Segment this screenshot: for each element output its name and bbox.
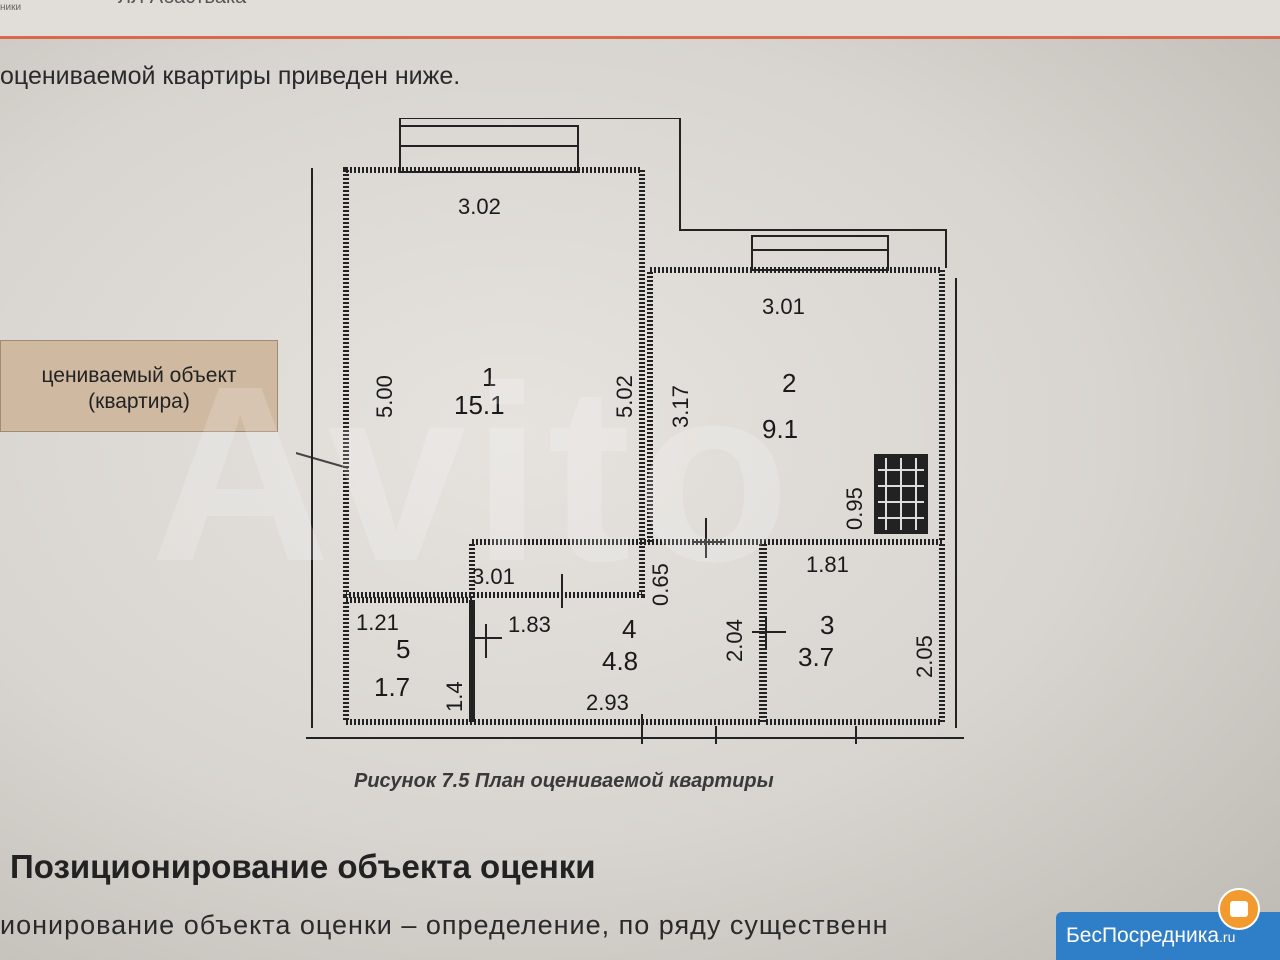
vent-grid [878,458,924,530]
room1-number: 1 [482,362,496,392]
room1-top-dim: 3.02 [458,194,501,219]
room2-area: 9.1 [762,414,798,444]
room3-number: 3 [820,610,834,640]
room1-area: 15.1 [454,390,505,420]
header-divider [0,36,1280,39]
room4-top-dim: 1.83 [508,612,551,637]
figure-caption: Рисунок 7.5 План оцениваемой квартиры [354,770,774,792]
callout-line-2: (квартира) [88,390,190,413]
page-header-strip: ники ЛЛ Абаствака [0,0,1280,36]
room4-area: 4.8 [602,646,638,676]
mascot-icon [1218,888,1260,930]
room5-top-dim: 1.21 [356,610,399,635]
section-title: Позиционирование объекта оценки [10,848,596,885]
callout-pointer [296,451,349,469]
room5-area: 1.7 [374,672,410,702]
room1-bottom-dim: 3.01 [472,564,515,589]
room4-door-dim: 0.65 [648,563,673,606]
window-room2 [751,235,889,271]
room2-number: 2 [782,368,796,398]
badge-text: БесПосредника [1066,924,1220,947]
room4-number: 4 [622,614,636,644]
room1-left-dim: 5.00 [372,375,397,418]
room2-top-dim: 3.01 [762,294,805,319]
callout-line-1: цениваемый объект [41,364,237,387]
room5-number: 5 [396,634,410,664]
room-1 [343,167,645,598]
room4-bottom-dim: 2.93 [586,690,629,715]
callout-box: цениваемый объект (квартира) [0,340,278,432]
room3-area: 3.7 [798,642,834,672]
header-left-text: ники [0,2,22,13]
door-marks [472,518,857,744]
room1-right-dim: 5.02 [612,375,637,418]
body-text: ионирование объекта оценки – определение… [0,910,889,940]
window-room1 [399,125,579,173]
room4-right-dim: 2.04 [722,619,747,662]
intro-text: оцениваемой квартиры приведен ниже. [0,62,461,90]
floor-plan: 3.02 5.00 5.02 1 15.1 3.01 3.01 3.17 2 9… [296,118,964,744]
room3-top-dim: 1.81 [806,552,849,577]
header-middle-text: ЛЛ Абаствака [118,0,246,9]
room3-right-dim: 2.05 [912,635,937,678]
room-3 [761,539,945,725]
balcony-outline [399,118,947,268]
badge-suffix: .ru [1219,929,1236,945]
room5-side-dim: 1.4 [442,681,467,712]
room2-small-dim: 0.95 [842,487,867,530]
room2-left-dim: 3.17 [668,385,693,428]
